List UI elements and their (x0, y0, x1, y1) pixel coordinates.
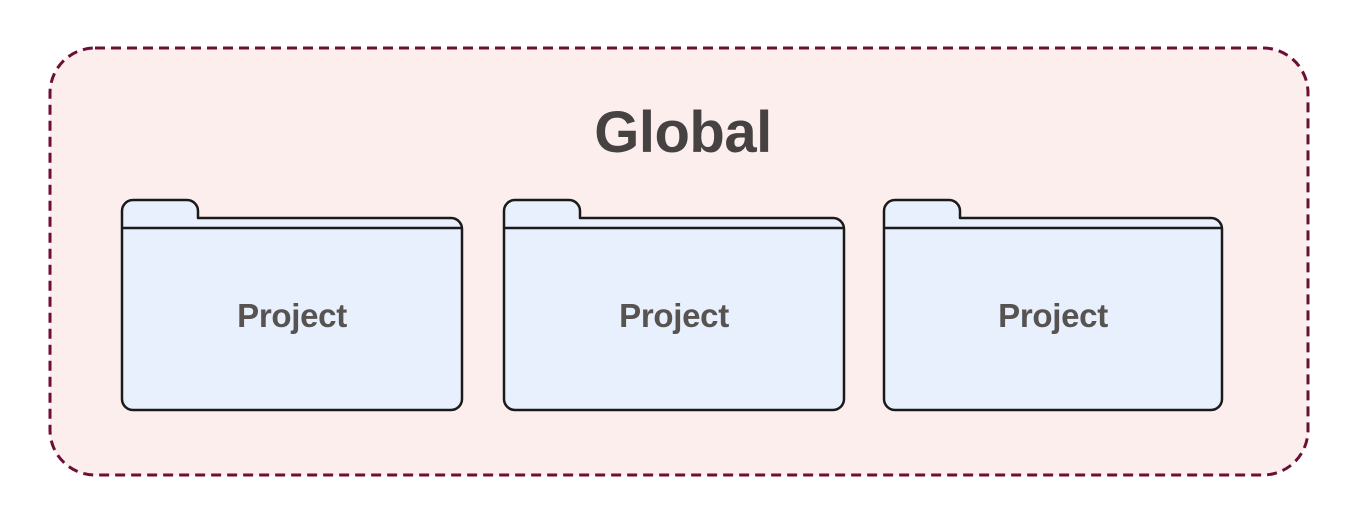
folder-project-1[interactable]: Project (120, 198, 464, 412)
folder-shape (120, 198, 464, 412)
folder-shape (502, 198, 846, 412)
folder-project-3[interactable]: Project (882, 198, 1224, 412)
folder-label: Project (237, 297, 347, 334)
folder-project-2[interactable]: Project (502, 198, 846, 412)
folder-label: Project (619, 297, 729, 334)
global-group-title: Global (594, 100, 771, 165)
folder-label: Project (998, 297, 1108, 334)
folder-shape (882, 198, 1224, 412)
